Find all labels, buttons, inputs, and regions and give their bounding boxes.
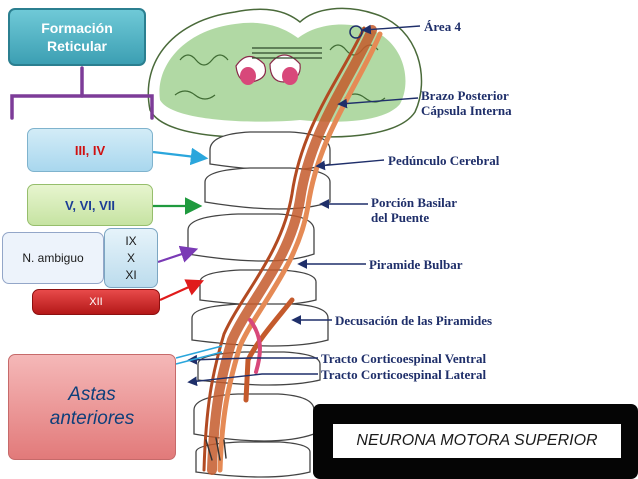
astas-label-line-1: Astas — [68, 384, 116, 405]
formacion-label-line-2: Reticular — [47, 38, 107, 54]
leader-lines — [187, 24, 421, 387]
n-ambiguo-label: N. ambiguo — [22, 251, 84, 265]
astas-anteriores-box: Astas anteriores — [8, 354, 176, 460]
cerebrum-section — [147, 7, 423, 139]
nucleus-xii-label: XII — [89, 296, 103, 308]
reticular-bracket — [10, 66, 154, 120]
corticospinal-tract — [202, 25, 383, 475]
astas-label-line-2: anteriores — [49, 408, 135, 429]
caption-panel: NEURONA MOTORA SUPERIOR — [313, 404, 638, 479]
label-brazo-posterior-line-1: Brazo Posterior — [421, 88, 509, 103]
nuclei-iii-iv-box: III, IV — [27, 128, 153, 172]
formacion-label-line-1: Formación — [41, 20, 113, 36]
nuclei-v-vi-vii-box: V, VI, VII — [27, 184, 153, 226]
label-brazo-posterior: Brazo Posterior Cápsula Interna — [421, 88, 512, 118]
nucleus-x-label: X — [126, 250, 135, 265]
brainstem-segments — [187, 131, 331, 478]
formacion-reticular-box: Formación Reticular — [8, 8, 146, 66]
label-porcion-basilar: Porción Basilar del Puente — [371, 195, 457, 225]
label-piramide-bulbar: Piramide Bulbar — [369, 257, 463, 272]
label-decusacion: Decusación de las Piramides — [335, 313, 493, 328]
label-porcion-basilar-line-2: del Puente — [371, 210, 430, 225]
label-pedunculo: Pedúnculo Cerebral — [388, 153, 500, 168]
nuclei-ix-x-xi-box: IX X XI — [104, 228, 158, 288]
nuclei-arrows — [152, 147, 223, 365]
n-ambiguo-box: N. ambiguo — [2, 232, 104, 284]
label-tracto-lateral: Tracto Corticoespinal Lateral — [321, 367, 487, 382]
nuclei-iii-iv-label: III, IV — [74, 142, 106, 158]
label-area-4: Área 4 — [424, 19, 461, 34]
nucleus-xii-box: XII — [32, 289, 160, 315]
nucleus-xi-label: XI — [125, 267, 137, 282]
label-brazo-posterior-line-2: Cápsula Interna — [421, 103, 512, 118]
nuclei-v-vi-vii-label: V, VI, VII — [64, 197, 116, 213]
label-porcion-basilar-line-1: Porción Basilar — [371, 195, 458, 210]
caption-text: NEURONA MOTORA SUPERIOR — [333, 424, 621, 458]
nucleus-ix-label: IX — [125, 233, 137, 248]
label-tracto-ventral: Tracto Corticoespinal Ventral — [321, 351, 487, 366]
